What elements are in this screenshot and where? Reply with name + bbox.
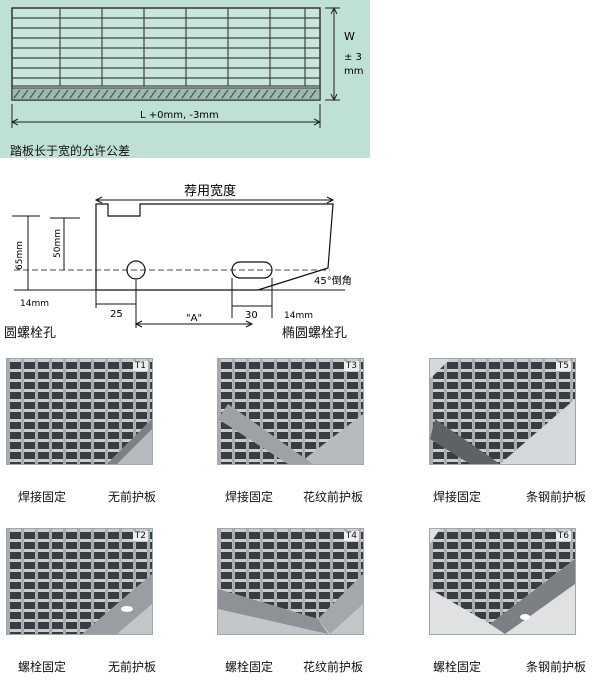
grating-frame	[11, 7, 321, 101]
grating-plan-drawing: W ± 3 mm L +0mm, -3mm	[10, 6, 363, 128]
tile-t5: T5	[429, 358, 576, 465]
tile-t2-image	[7, 529, 152, 634]
tile-t1: T1	[6, 358, 153, 465]
dim-30-line	[231, 278, 273, 318]
tile-t2-code: T2	[132, 531, 148, 541]
tile-t3: T3	[217, 358, 364, 465]
tile-t6-fix: 螺栓固定	[433, 660, 482, 674]
dim-65: 65mm	[15, 241, 25, 270]
tile-t6-code: T6	[555, 531, 571, 541]
tile-t4: T4	[217, 528, 364, 635]
dim-30: 30	[245, 310, 258, 321]
dim-tolerance: ± 3	[344, 52, 362, 63]
tile-t5-fix: 焊接固定	[433, 490, 482, 504]
tile-t4-fix: 螺栓固定	[225, 660, 274, 674]
dim-unit: mm	[344, 66, 363, 77]
tile-t3-code: T3	[343, 361, 359, 371]
tile-t1-fix: 焊接固定	[18, 490, 67, 504]
tolerance-caption: 踏板长于宽的允许公差	[10, 144, 131, 158]
tread-section-drawing: 荐用宽度 65mm 50mm 14mm 25 "A" 30 14mm 45°倒角	[12, 183, 352, 328]
dim-14-left: 14mm	[20, 299, 49, 309]
tile-t2-plate: 无前护板	[108, 660, 157, 674]
section-title: 荐用宽度	[184, 183, 236, 199]
dim-a-line	[134, 320, 254, 328]
width-dimension-line	[325, 6, 340, 102]
tile-t6-image	[430, 529, 575, 634]
height-dim-lines	[12, 215, 80, 290]
tolerance-panel: W ± 3 mm L +0mm, -3mm 踏板长于宽的允许公差	[0, 0, 370, 158]
oval-hole-label: 椭圆螺栓孔	[282, 326, 348, 341]
length-dimension-line	[10, 104, 322, 128]
nosing-strip	[11, 87, 321, 101]
dim-50: 50mm	[53, 229, 63, 258]
nosing-pattern	[13, 89, 317, 99]
dim-25: 25	[110, 309, 123, 320]
side-plate-outline	[95, 203, 334, 291]
chamfer-label: 45°倒角	[314, 275, 352, 287]
dim-length: L +0mm, -3mm	[140, 110, 219, 121]
tile-t2-fix: 螺栓固定	[18, 660, 67, 674]
tile-t6-plate: 条钢前护板	[526, 660, 587, 674]
tile-t2: T2	[6, 528, 153, 635]
tile-t5-code: T5	[555, 361, 571, 371]
dim-w-label: W	[344, 30, 355, 43]
tile-t3-plate: 花纹前护板	[303, 490, 364, 504]
dim-a: "A"	[186, 313, 202, 324]
tile-t1-code: T1	[132, 361, 148, 371]
dim-25-line	[95, 280, 137, 328]
tile-t4-plate: 花纹前护板	[303, 660, 364, 674]
tile-t6: T6	[429, 528, 576, 635]
dim-14-right: 14mm	[284, 311, 313, 321]
tile-t5-plate: 条钢前护板	[526, 490, 587, 504]
cross-bars	[59, 8, 306, 86]
tile-t3-fix: 焊接固定	[225, 490, 274, 504]
tile-t3-image	[218, 359, 363, 464]
tile-t4-image	[218, 529, 363, 634]
tile-t1-image	[7, 359, 152, 464]
tile-t4-code: T4	[343, 531, 359, 541]
bearing-bars	[12, 17, 320, 87]
width-dim-line	[94, 196, 335, 204]
round-hole-label: 圆螺栓孔	[4, 326, 57, 341]
tile-t1-plate: 无前护板	[108, 490, 157, 504]
tile-t5-image	[430, 359, 575, 464]
